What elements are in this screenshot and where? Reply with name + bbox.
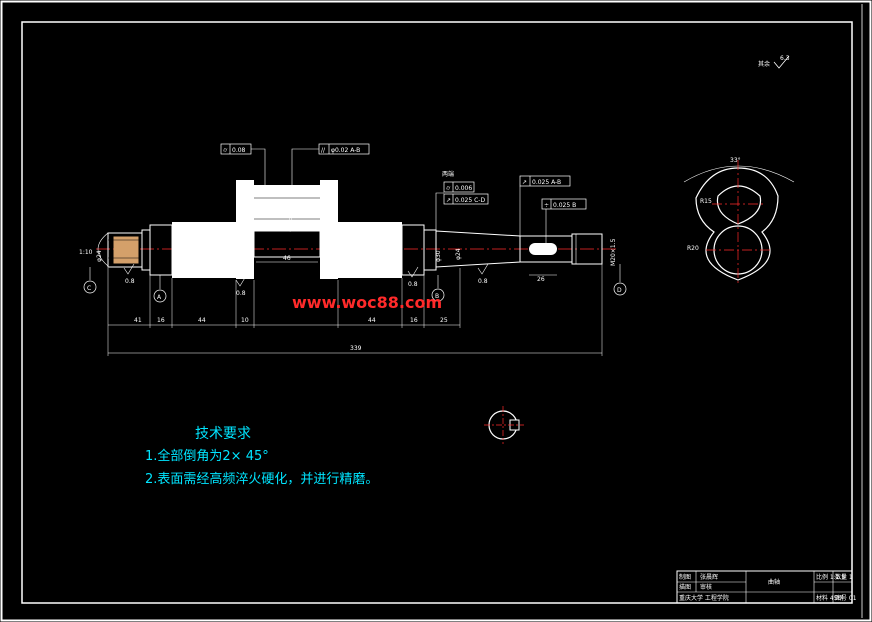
radius-small-label: R15 xyxy=(700,198,712,205)
tolerance-frame-4: ↗ 0.025 C-D xyxy=(435,192,489,231)
tb-school: 重庆大学 工程学院 xyxy=(679,594,729,602)
tech-req-line-2: 2.表面需经高频淬火硬化，并进行精磨。 xyxy=(145,471,378,487)
dim-chain-1: 41 xyxy=(134,317,142,324)
both-ends-note: 两端 xyxy=(442,170,454,178)
dia-label-taper: φ24 xyxy=(455,248,462,260)
tb-material: 材料 45钢 xyxy=(816,594,844,602)
overall-length-label: 339 xyxy=(350,345,362,352)
dia-label-right-section: φ35 xyxy=(359,248,366,260)
roughness-symbol-icon xyxy=(773,55,790,69)
keyway-length-label: 26 xyxy=(537,276,545,283)
dim-chain-4: 10 xyxy=(241,317,249,324)
crank-gap xyxy=(253,230,321,258)
shaft-section-right xyxy=(338,222,402,278)
datum-b: B xyxy=(431,275,445,302)
crank-pin xyxy=(254,185,320,231)
dia-label-left-end: φ24 xyxy=(96,250,103,262)
tb-check-label: 审核 xyxy=(700,583,712,591)
dia-label-thread: M20×1.5 xyxy=(610,238,617,266)
pin-length-label: 46 xyxy=(283,255,291,262)
datum-d: D xyxy=(613,264,627,296)
tol-symbol-5: ↗ xyxy=(522,179,527,186)
keyway xyxy=(529,243,557,255)
tol-symbol-6: ÷ xyxy=(544,202,549,209)
tolerance-frame-2: // φ0.02 A-B xyxy=(291,143,370,185)
datum-a: A xyxy=(153,275,167,303)
right-threaded-end xyxy=(571,233,603,265)
roughness-marks: 0.8 0.8 0.8 0.8 xyxy=(123,263,489,297)
dim-chain-5: 44 xyxy=(368,317,376,324)
datum-b-label: B xyxy=(435,293,439,300)
keyway-section-view xyxy=(484,406,524,444)
dia-label-left-section: φ35 xyxy=(193,248,200,260)
title-block: 制图 张晨辉 描图 审核 重庆大学 工程学院 曲轴 比例 1:1.5 数量 1 … xyxy=(676,570,857,604)
angle-arc xyxy=(683,165,795,183)
pin-bore-outline xyxy=(716,185,762,225)
tb-drawn-by-name: 张晨辉 xyxy=(700,573,718,581)
tol-symbol-4: ↗ xyxy=(446,197,451,204)
roughness-value-4: 0.8 xyxy=(478,278,488,285)
tb-drawn-by-label: 制图 xyxy=(679,573,691,581)
datum-c-label: C xyxy=(87,285,91,292)
roughness-value-1: 0.8 xyxy=(125,278,135,285)
tb-trace-label: 描图 xyxy=(679,583,691,591)
left-break-line xyxy=(97,232,109,267)
datum-c: C xyxy=(83,267,97,294)
technical-requirements: 技术要求 1.全部倒角为2× 45° 2.表面需经高频淬火硬化，并进行精磨。 xyxy=(145,426,378,487)
crank-web-right xyxy=(320,180,338,279)
tol-value-1: 0.08 xyxy=(232,147,246,154)
tb-drawing-no: 图号 01 xyxy=(835,595,857,602)
roughness-rest-label: 其余 xyxy=(758,60,770,68)
dim-chain-3: 44 xyxy=(198,317,206,324)
roughness-value-2: 0.8 xyxy=(236,290,246,297)
shaft-section-left xyxy=(172,222,236,278)
tolerance-frame-5: ↗ 0.025 A-B xyxy=(519,175,571,236)
roughness-value-3: 0.8 xyxy=(408,281,418,288)
dim-chain-2: 16 xyxy=(157,317,165,324)
tech-req-line-1: 1.全部倒角为2× 45° xyxy=(145,448,269,464)
tol-symbol-1: ⌭ xyxy=(223,147,228,154)
tol-value-2: φ0.02 A-B xyxy=(331,147,360,154)
title-block-frame xyxy=(676,570,853,604)
shaft-main-view: φ24 φ35 φ32±0.02 φ35 φ30 φ24 M20×1.5 1:1… xyxy=(79,143,627,356)
tol-symbol-3: ⌭ xyxy=(446,185,451,192)
tol-value-5: 0.025 A-B xyxy=(532,179,561,186)
tol-value-3: 0.006 xyxy=(455,185,472,192)
tb-quantity: 数量 1 xyxy=(835,573,853,581)
tolerance-frame-1: ⌭ 0.08 xyxy=(220,143,266,185)
datum-a-label: A xyxy=(157,294,162,301)
roughness-rest-value: 6.3 xyxy=(780,55,790,62)
tolerance-frame-3: ⌭ 0.006 xyxy=(443,181,475,193)
inner-border xyxy=(21,21,853,604)
tol-value-4: 0.025 C-D xyxy=(455,197,485,204)
tb-scale: 比例 1:1.5 xyxy=(816,573,845,581)
dim-chain-6: 16 xyxy=(410,317,418,324)
watermark-text: www.woc88.com xyxy=(292,293,442,312)
tol-value-6: 0.025 B xyxy=(553,202,576,209)
dia-label-step: φ30 xyxy=(435,250,442,262)
angle-label: 33° xyxy=(730,157,741,164)
dimension-chain: 41 16 44 10 44 16 25 339 xyxy=(107,264,603,356)
left-end-hatch xyxy=(113,236,139,264)
crank-side-view: 33° R15 R20 xyxy=(683,157,795,286)
dia-label-crank-pin: φ32±0.02 xyxy=(287,202,294,232)
radius-large-label: R20 xyxy=(687,245,699,252)
tol-symbol-2: // xyxy=(321,147,326,154)
datum-d-label: D xyxy=(617,287,622,294)
tolerance-frame-6: ÷ 0.025 B xyxy=(541,198,587,243)
surface-roughness-mark: 其余 6.3 xyxy=(758,55,790,69)
slope-label: 1:10 xyxy=(79,249,93,256)
dim-chain-7: 25 xyxy=(440,317,448,324)
tb-part-name: 曲轴 xyxy=(768,578,780,586)
tech-req-title: 技术要求 xyxy=(195,426,251,442)
crank-web-left xyxy=(236,180,254,279)
